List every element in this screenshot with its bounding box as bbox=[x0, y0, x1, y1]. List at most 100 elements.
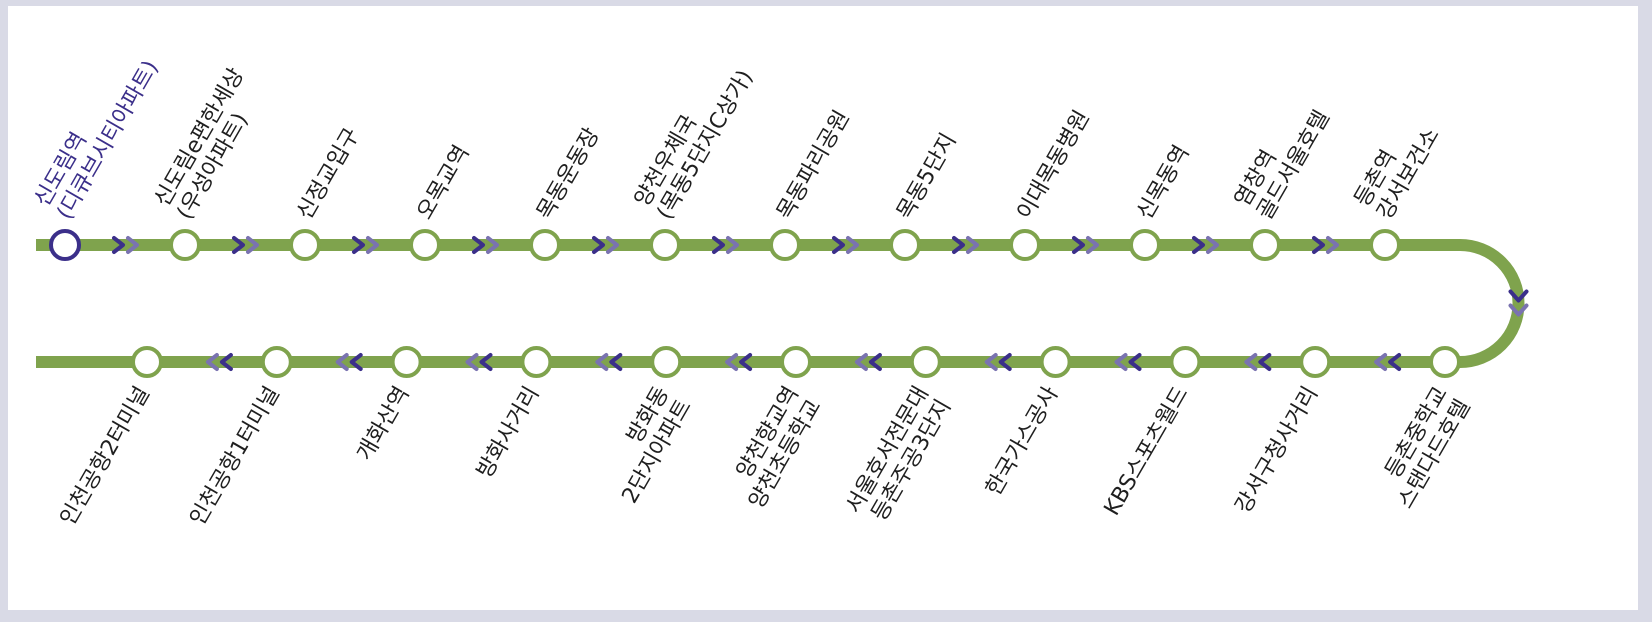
stop-label-line: KBS스포츠월드 bbox=[1100, 383, 1194, 520]
stops-group bbox=[49, 229, 1461, 378]
chevron-front-icon bbox=[712, 236, 725, 254]
stop-marker bbox=[289, 229, 321, 261]
chevron-back-icon bbox=[1086, 236, 1099, 254]
stop-marker bbox=[1039, 346, 1072, 378]
direction-arrow-right-icon bbox=[832, 236, 859, 254]
stop-label: 신정교입구 bbox=[293, 124, 365, 224]
stop-label: 방화사거리 bbox=[472, 383, 544, 483]
stop-label: 염창역골드서울호텔 bbox=[1230, 93, 1335, 224]
direction-arrow-left-icon bbox=[854, 353, 882, 371]
chevron-front-icon bbox=[952, 236, 965, 254]
direction-arrow-right-icon bbox=[1192, 236, 1219, 254]
stop-label: 신목동역 bbox=[1133, 141, 1195, 224]
route-line bbox=[36, 239, 1525, 368]
chevron-back-icon bbox=[366, 236, 379, 254]
stop-label-line: 목동운동장 bbox=[533, 124, 605, 224]
stop-label-line: 신목동역 bbox=[1133, 141, 1195, 224]
direction-arrow-left-icon bbox=[335, 353, 363, 371]
chevron-back-icon bbox=[846, 236, 859, 254]
chevron-back-icon bbox=[126, 236, 139, 254]
chevron-back-icon bbox=[726, 236, 739, 254]
direction-arrow-left-icon bbox=[984, 353, 1012, 371]
stop-marker bbox=[1009, 229, 1041, 261]
route-line-group bbox=[36, 239, 1525, 368]
chevron-back-icon bbox=[486, 236, 499, 254]
chevron-back-icon bbox=[725, 353, 739, 371]
stop-marker bbox=[650, 346, 683, 378]
stop-label: 목동파리공원 bbox=[773, 106, 855, 224]
chevron-back-icon bbox=[205, 353, 219, 371]
chevron-back-icon bbox=[1326, 236, 1339, 254]
chevron-back-icon bbox=[966, 236, 979, 254]
direction-arrow-left-icon bbox=[725, 353, 753, 371]
stop-label-line: 오목교역 bbox=[413, 141, 475, 224]
chevron-front-icon bbox=[739, 353, 753, 371]
chevron-front-icon bbox=[479, 353, 493, 371]
stop-marker bbox=[529, 229, 561, 261]
stop-labels-group: 신도림역(디큐브시티아파트)신도림e편한세상(우성아파트) 신정교입구 오목교역 목동… bbox=[30, 43, 1476, 531]
stop-label: 인천공항1터미널 bbox=[185, 383, 284, 530]
stop-marker bbox=[649, 229, 681, 261]
chevron-front-icon bbox=[1192, 236, 1205, 254]
stop-marker bbox=[1369, 229, 1401, 261]
chevron-back-icon bbox=[1114, 353, 1128, 371]
stop-marker bbox=[1249, 229, 1281, 261]
direction-arrows-group bbox=[112, 236, 1529, 371]
stop-label-line: 인천공항1터미널 bbox=[185, 383, 284, 530]
stop-label: 목동운동장 bbox=[533, 124, 605, 224]
stop-label-line: 개화산역 bbox=[353, 383, 415, 466]
stop-label: 오목교역 bbox=[413, 141, 475, 224]
direction-arrow-left-icon bbox=[595, 353, 623, 371]
stop-label-line: 인천공항2터미널 bbox=[56, 383, 155, 530]
chevron-back-icon bbox=[595, 353, 609, 371]
chevron-front-icon bbox=[592, 236, 605, 254]
stop-label: 방화동2단지아파트 bbox=[595, 383, 697, 508]
direction-arrow-right-icon bbox=[952, 236, 979, 254]
stop-label: 신도림e편한세상(우성아파트) bbox=[150, 64, 272, 224]
stop-marker bbox=[909, 346, 942, 378]
direction-arrow-left-icon bbox=[1114, 353, 1142, 371]
stop-marker bbox=[889, 229, 921, 261]
direction-arrow-left-icon bbox=[1244, 353, 1272, 371]
stop-marker bbox=[131, 346, 163, 378]
stop-label: KBS스포츠월드 bbox=[1100, 383, 1194, 520]
stop-marker bbox=[390, 346, 423, 378]
stop-marker bbox=[1169, 346, 1202, 378]
chevron-front-icon bbox=[349, 353, 363, 371]
stop-label: 인천공항2터미널 bbox=[56, 383, 155, 530]
stop-label: 서울호서전문대등촌주공3단지 bbox=[841, 383, 956, 531]
direction-arrow-left-icon bbox=[465, 353, 493, 371]
stop-label: 개화산역 bbox=[353, 383, 415, 466]
stop-label: 이대목동병원 bbox=[1013, 106, 1095, 224]
current-stop-marker bbox=[49, 229, 81, 261]
stop-marker bbox=[769, 229, 801, 261]
chevron-front-icon bbox=[832, 236, 845, 254]
stop-label: 강서구청사거리 bbox=[1231, 383, 1323, 518]
direction-arrow-right-icon bbox=[712, 236, 739, 254]
route-map-panel: 신도림역(디큐브시티아파트)신도림e편한세상(우성아파트) 신정교입구 오목교역 목동… bbox=[8, 6, 1638, 610]
stop-label: 한국가스공사 bbox=[981, 383, 1063, 501]
stop-label: 목동5단지 bbox=[893, 129, 962, 224]
chevron-front-icon bbox=[472, 236, 485, 254]
chevron-back-icon bbox=[606, 236, 619, 254]
stop-label: 등촌중학교스탠다드호텔 bbox=[1371, 383, 1476, 514]
direction-arrow-right-icon bbox=[112, 236, 139, 254]
chevron-back-icon bbox=[465, 353, 479, 371]
stop-label: 등촌역강서보건소 bbox=[1350, 111, 1445, 224]
chevron-back-icon bbox=[246, 236, 259, 254]
chevron-front-icon bbox=[1508, 289, 1529, 303]
chevron-back-icon bbox=[984, 353, 998, 371]
stop-marker bbox=[260, 346, 293, 378]
stop-label-line: 신정교입구 bbox=[293, 124, 365, 224]
stop-marker bbox=[1129, 229, 1161, 261]
direction-arrow-right-icon bbox=[592, 236, 619, 254]
direction-arrow-right-icon bbox=[1312, 236, 1339, 254]
chevron-front-icon bbox=[1128, 353, 1142, 371]
stop-label-line: 강서구청사거리 bbox=[1231, 383, 1323, 518]
chevron-front-icon bbox=[352, 236, 365, 254]
chevron-back-icon bbox=[1508, 303, 1529, 317]
chevron-front-icon bbox=[609, 353, 623, 371]
current-stop-label: 신도림역(디큐브시티아파트) bbox=[30, 43, 164, 224]
stop-label-line: 방화사거리 bbox=[472, 383, 544, 483]
stop-marker bbox=[520, 346, 553, 378]
